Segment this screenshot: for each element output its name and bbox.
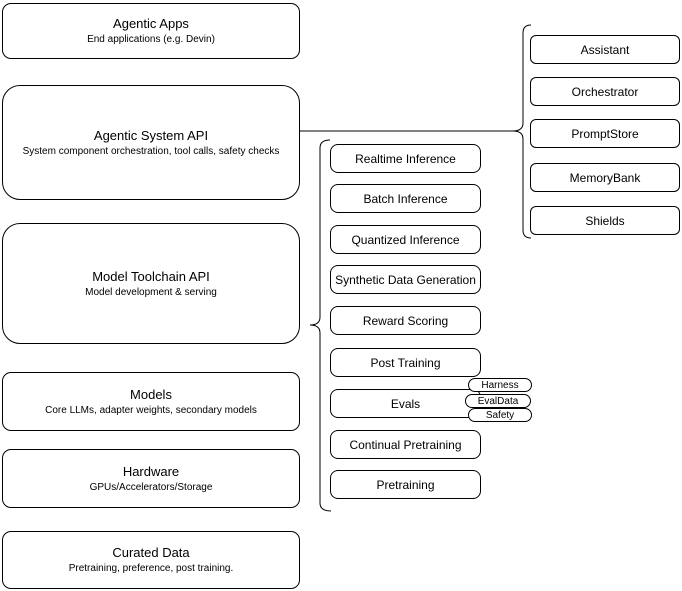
right-column-brace [512,24,532,239]
node-evals: Evals [330,389,481,418]
node-agentic-apps: Agentic Apps End applications (e.g. Devi… [2,3,300,59]
node-title: Agentic System API [93,127,209,143]
node-memorybank: MemoryBank [530,163,680,192]
node-label: Continual Pretraining [349,437,462,452]
node-subtitle: GPUs/Accelerators/Storage [89,481,213,493]
node-subtitle: System component orchestration, tool cal… [22,145,280,157]
middle-column-brace [309,139,332,512]
pill-safety: Safety [468,408,532,422]
pill-label: EvalData [477,395,519,407]
node-title: Hardware [122,463,180,479]
node-title: Agentic Apps [113,16,189,31]
node-subtitle: End applications (e.g. Devin) [87,34,215,45]
pill-label: Harness [481,379,519,391]
node-model-toolchain-api: Model Toolchain API Model development & … [2,223,300,344]
node-subtitle: Pretraining, preference, post training. [68,563,234,574]
node-promptstore: PromptStore [530,119,680,148]
node-label: Batch Inference [363,191,448,206]
node-quantized-inference: Quantized Inference [330,225,481,254]
node-orchestrator: Orchestrator [530,77,680,106]
node-label: Realtime Inference [355,151,456,166]
node-label: Shields [585,213,625,228]
node-label: PromptStore [571,126,639,141]
node-title: Model Toolchain API [92,268,210,284]
node-realtime-inference: Realtime Inference [330,144,481,173]
node-label: Assistant [580,42,630,57]
node-title: Models [130,386,172,402]
node-subtitle: Model development & serving [85,286,217,298]
node-subtitle: Core LLMs, adapter weights, secondary mo… [45,404,257,416]
node-curated-data: Curated Data Pretraining, preference, po… [2,531,300,589]
node-hardware: Hardware GPUs/Accelerators/Storage [2,449,300,508]
node-post-training: Post Training [330,348,481,377]
node-agentic-system-api: Agentic System API System component orch… [2,85,300,200]
node-label: Quantized Inference [351,232,460,247]
node-label: Synthetic Data Generation [335,272,476,287]
node-label: Reward Scoring [362,313,449,328]
node-continual-pretraining: Continual Pretraining [330,430,481,459]
pill-evaldata: EvalData [465,394,531,408]
node-label: MemoryBank [569,170,641,185]
node-pretraining: Pretraining [330,470,481,499]
node-models: Models Core LLMs, adapter weights, secon… [2,372,300,431]
pill-label: Safety [485,409,515,421]
node-reward-scoring: Reward Scoring [330,306,481,335]
node-assistant: Assistant [530,35,680,64]
node-title: Curated Data [112,545,190,560]
node-batch-inference: Batch Inference [330,184,481,213]
node-label: Orchestrator [571,84,639,99]
node-synthetic-data-generation: Synthetic Data Generation [330,265,481,294]
node-label: Pretraining [376,477,435,492]
node-label: Evals [390,396,421,411]
node-label: Post Training [370,355,441,370]
pill-harness: Harness [468,378,532,392]
node-shields: Shields [530,206,680,235]
